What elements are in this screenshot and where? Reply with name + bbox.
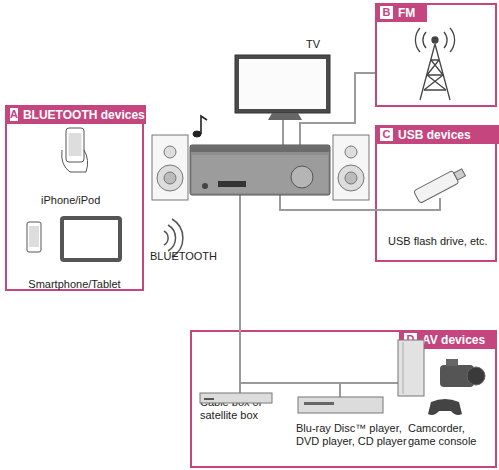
av-receiver — [192, 155, 328, 193]
tv-label: TV — [306, 38, 320, 51]
camcorder — [446, 359, 458, 366]
disc-player — [298, 397, 383, 413]
speaker — [152, 135, 369, 200]
cable-box — [200, 393, 272, 403]
bluetooth-phone — [29, 226, 39, 247]
speaker — [345, 146, 357, 158]
speaker — [164, 172, 176, 184]
game-console — [403, 342, 404, 394]
av-receiver — [202, 183, 208, 189]
speaker — [152, 135, 188, 200]
disc-player — [304, 402, 334, 405]
tv-set — [235, 55, 330, 120]
device-label: Smartphone/Tablet — [7, 278, 142, 291]
music-note — [193, 116, 207, 137]
av-receiver — [190, 145, 330, 195]
music-note — [193, 131, 201, 137]
group-letter-badge: A — [10, 108, 18, 121]
bluetooth-waves — [168, 225, 176, 251]
tv-set — [239, 59, 326, 109]
group-letter-badge: C — [380, 128, 393, 141]
device-label: iPhone/iPod — [41, 194, 100, 207]
bluetooth-phone — [64, 220, 118, 258]
group-title: AV devices — [422, 333, 485, 347]
cable-wire — [240, 382, 398, 384]
speaker — [164, 146, 176, 158]
tv-set — [268, 113, 302, 120]
device-group-box: B FM — [375, 3, 497, 107]
av-receiver — [190, 145, 330, 195]
device-label: USB flash drive, etc. — [388, 235, 488, 248]
device-label: Camcorder, game console — [408, 422, 488, 448]
cable-box — [204, 398, 214, 400]
speaker — [345, 172, 357, 184]
group-header-tab: C USB devices — [375, 125, 499, 144]
bluetooth-label: BLUETOOTH — [150, 250, 217, 263]
speaker — [338, 165, 364, 191]
group-letter-badge: B — [380, 6, 393, 19]
cable-wire — [339, 383, 341, 397]
bluetooth-phone — [60, 216, 122, 262]
group-title: BLUETOOTH devices — [23, 108, 145, 122]
av-receiver — [291, 166, 313, 188]
fm-antenna-tower — [432, 37, 438, 43]
av-receiver — [190, 145, 330, 152]
group-title: FM — [398, 6, 415, 20]
bluetooth-phone — [69, 133, 82, 156]
speaker — [157, 165, 183, 191]
group-header-tab: B FM — [375, 3, 427, 22]
cable-box — [200, 393, 272, 403]
device-label: Blu-ray Disc™ player, DVD player, CD pla… — [296, 422, 414, 448]
av-receiver — [218, 181, 246, 187]
cable-wire — [239, 195, 241, 393]
tv-set — [235, 55, 330, 113]
speaker — [333, 135, 369, 200]
group-header-tab: A BLUETOOTH devices — [5, 105, 146, 124]
disc-player — [298, 397, 383, 413]
camcorder — [467, 367, 485, 385]
cable-wire — [282, 118, 284, 145]
bluetooth-phone — [66, 128, 84, 162]
group-title: USB devices — [398, 128, 471, 142]
bluetooth-waves — [164, 231, 168, 245]
game-console — [398, 340, 424, 396]
music-note — [201, 116, 207, 134]
bluetooth-phone — [27, 222, 41, 252]
